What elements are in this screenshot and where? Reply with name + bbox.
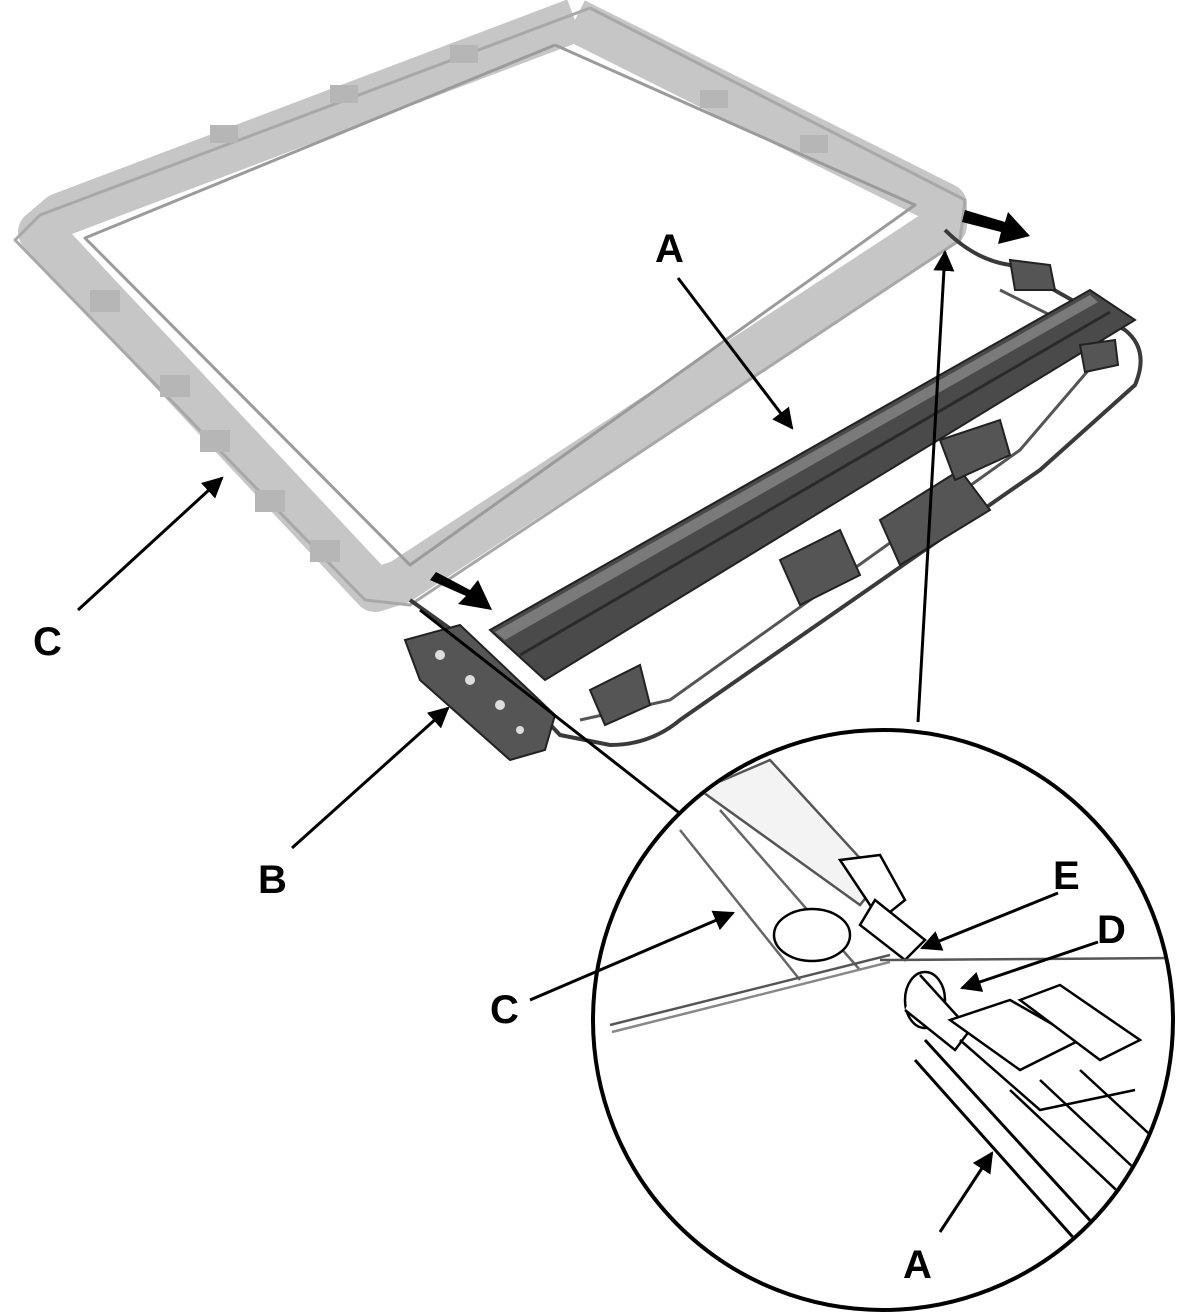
label-a-detail: A: [903, 1243, 932, 1287]
leader-c-detail: [529, 910, 735, 1002]
frame-left-tabs: [90, 290, 340, 562]
label-d-detail: D: [1097, 908, 1126, 952]
leader-a-detail: [938, 1151, 994, 1233]
leader-a-main: [676, 277, 794, 430]
leader-e-detail: [920, 891, 1059, 951]
frame-outer-band: [18, 0, 967, 612]
detail-tube-end: [772, 907, 852, 963]
leader-c-main: [76, 476, 224, 612]
detail-magnifier: [591, 728, 1175, 1312]
drive-rail-top-highlight: [495, 295, 1098, 640]
rail-mounting-brackets: [588, 258, 1120, 727]
move-direction-arrow-icon: [430, 572, 492, 610]
left-end-bracket: [403, 623, 557, 762]
sunroof-frame-light: [13, 0, 967, 612]
drive-cable-loop: [408, 228, 1143, 748]
detail-connector-lines: [419, 249, 955, 817]
label-b-main: B: [258, 858, 287, 902]
label-c-main: C: [33, 620, 62, 664]
label-c-detail: C: [490, 988, 519, 1032]
callout-leaders-main: [76, 277, 794, 850]
frame-outer-edge: [13, 6, 967, 607]
label-e-detail: E: [1053, 854, 1080, 898]
frame-inner-edge: [83, 43, 917, 567]
leader-b-main: [290, 706, 450, 850]
callout-labels: A C B E D C A: [33, 227, 1126, 1287]
drive-rail-groove: [519, 310, 1111, 657]
detail-circle: [591, 728, 1175, 1312]
label-a-main: A: [655, 227, 684, 271]
frame-top-tabs: [210, 45, 828, 153]
callout-leaders-detail: [529, 891, 1099, 1233]
connector-left: [419, 608, 683, 817]
move-direction-arrow-icon: [962, 210, 1030, 244]
drive-rail-assembly: [403, 228, 1143, 762]
leader-d-detail: [960, 940, 1099, 992]
connector-right: [916, 249, 955, 723]
move-direction-arrows: [430, 210, 1030, 610]
